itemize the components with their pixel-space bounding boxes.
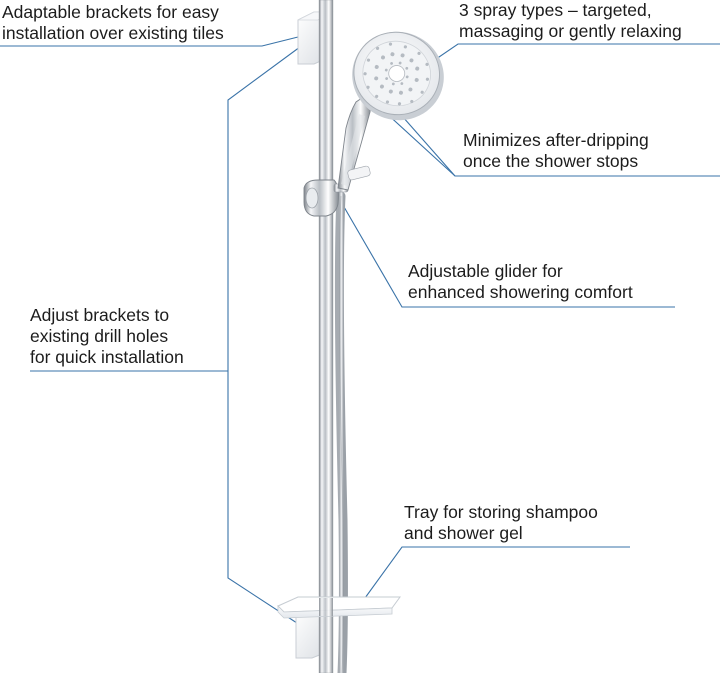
callout-drill-line-2: existing drill holes — [30, 326, 169, 346]
glider — [303, 179, 349, 217]
leader-drill-top — [227, 43, 305, 371]
leader-spray — [419, 43, 720, 71]
callout-tray: Tray for storing shampoo and shower gel — [404, 502, 598, 544]
leader-lines — [0, 33, 720, 626]
leader-glider — [339, 199, 675, 308]
leader-brackets — [0, 33, 311, 47]
callout-tray-line-1: Tray for storing shampoo — [404, 502, 598, 522]
hand-shower — [337, 31, 444, 191]
callout-brackets: Adaptable brackets for easy installation… — [2, 2, 224, 44]
spray-nozzles — [363, 42, 430, 106]
storage-tray — [277, 596, 401, 619]
callout-dripping-line-2: once the shower stops — [463, 151, 639, 171]
callout-drill-line-3: for quick installation — [30, 347, 184, 367]
callout-spray-line-1: 3 spray types – targeted, — [459, 0, 652, 20]
callout-dripping: Minimizes after-dripping once the shower… — [463, 130, 649, 172]
callout-glider-line-1: Adjustable glider for — [408, 261, 563, 281]
shower-rail — [319, 0, 333, 673]
shower-head — [352, 31, 444, 121]
callout-glider: Adjustable glider for enhanced showering… — [408, 261, 633, 303]
callout-brackets-line-1: Adaptable brackets for easy — [2, 2, 219, 22]
callout-spray-line-2: massaging or gently relaxing — [459, 21, 682, 41]
leader-drill-bottom — [227, 371, 301, 626]
leader-tray — [364, 546, 630, 599]
callout-dripping-line-1: Minimizes after-dripping — [463, 130, 649, 150]
callout-drill-line-1: Adjust brackets to — [30, 305, 170, 325]
callout-glider-line-2: enhanced showering comfort — [408, 282, 633, 302]
callout-drill: Adjust brackets to existing drill holes … — [30, 305, 184, 368]
callout-brackets-line-2: installation over existing tiles — [2, 23, 224, 43]
callout-spray: 3 spray types – targeted, massaging or g… — [459, 0, 682, 42]
callout-tray-line-2: and shower gel — [404, 523, 523, 543]
